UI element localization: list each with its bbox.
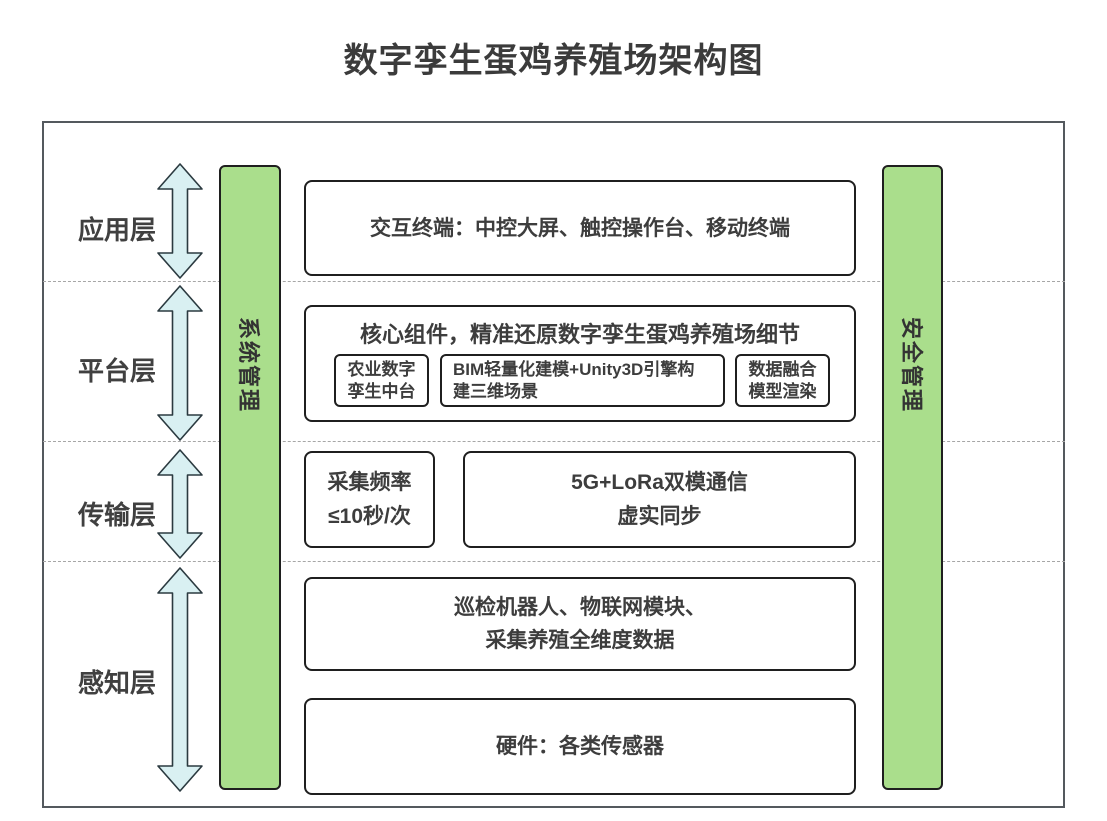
layer-label-perception: 感知层 <box>77 668 156 698</box>
sub-box-text: 农业数字 <box>347 359 416 379</box>
data-collection-text: 采集养殖全维度数据 <box>485 629 675 652</box>
collection-frequency-text: ≤10秒/次 <box>328 504 411 528</box>
agri-digital-twin-middle-platform-box: 农业数字 孪生中台 <box>334 354 429 407</box>
collection-frequency-box: 采集频率 ≤10秒/次 <box>304 451 435 548</box>
interaction-terminal-text: 交互终端：中控大屏、触控操作台、移动终端 <box>370 216 790 240</box>
layer-separator-line <box>43 561 1065 562</box>
sub-box-text: BIM轻量化建模+Unity3D引擎构 <box>453 359 695 379</box>
sub-box-text: 孪生中台 <box>347 381 416 401</box>
collection-frequency-text: 采集频率 <box>327 470 412 494</box>
double-arrow-icon <box>157 285 203 441</box>
layer-separator-line <box>43 281 1065 282</box>
double-arrow-icon <box>157 449 203 559</box>
layer-label-transmission: 传输层 <box>77 500 156 530</box>
interaction-terminal-box: 交互终端：中控大屏、触控操作台、移动终端 <box>304 180 856 276</box>
layer-label-application: 应用层 <box>77 215 156 245</box>
layer-separator-line <box>43 441 1065 442</box>
dual-mode-communication-box: 5G+LoRa双模通信 虚实同步 <box>463 451 856 548</box>
data-collection-text: 巡检机器人、物联网模块、 <box>454 596 706 619</box>
layer-label-platform: 平台层 <box>77 356 156 386</box>
system-management-label: 系统管理 <box>236 316 261 414</box>
double-arrow-icon <box>157 567 203 792</box>
dual-mode-communication-text: 5G+LoRa双模通信 <box>571 470 748 494</box>
sub-box-text: 数据融合 <box>748 359 817 379</box>
dual-mode-communication-text: 虚实同步 <box>617 504 702 528</box>
sub-box-text: 模型渲染 <box>748 381 817 401</box>
data-fusion-rendering-box: 数据融合 模型渲染 <box>735 354 830 407</box>
diagram-title: 数字孪生蛋鸡养殖场架构图 <box>343 42 764 80</box>
sub-box-text: 建三维场景 <box>453 381 538 401</box>
platform-core-box: 核心组件，精准还原数字孪生蛋鸡养殖场细节 农业数字 孪生中台 BIM轻量化建模+… <box>304 305 856 422</box>
double-arrow-icon <box>157 163 203 279</box>
system-management-bar: 系统管理 <box>219 165 281 790</box>
hardware-sensors-text: 硬件：各类传感器 <box>496 735 664 758</box>
security-management-label: 安全管理 <box>898 316 924 414</box>
security-management-bar: 安全管理 <box>882 165 943 790</box>
hardware-sensors-box: 硬件：各类传感器 <box>304 698 856 795</box>
bim-unity3d-modeling-box: BIM轻量化建模+Unity3D引擎构 建三维场景 <box>440 354 725 407</box>
data-collection-box: 巡检机器人、物联网模块、 采集养殖全维度数据 <box>304 577 856 671</box>
platform-core-header: 核心组件，精准还原数字孪生蛋鸡养殖场细节 <box>359 322 800 347</box>
